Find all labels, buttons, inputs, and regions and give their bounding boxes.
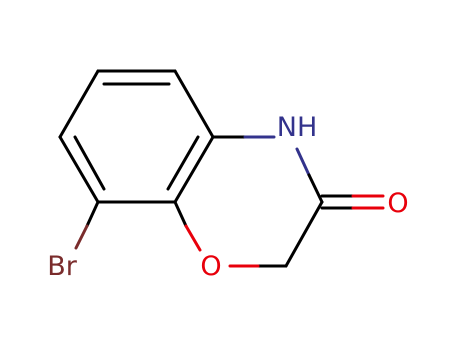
atom-label-ring-oxygen: O: [200, 251, 221, 282]
bond-n-c8-b: [307, 173, 324, 204]
bond-c5-br-a: [85, 200, 100, 228]
bond-c5-br-b: [74, 224, 89, 250]
bond-c3-c4-inner: [166, 135, 200, 191]
bond-c5-c6: [58, 135, 100, 204]
atom-label-carbonyl-oxygen: O: [387, 188, 408, 219]
bond-c4-o-b: [184, 224, 202, 252]
bond-c8-ch2: [284, 200, 324, 268]
atom-label-nh: NH: [277, 112, 318, 143]
bond-n-c8-a: [295, 147, 311, 177]
bond-c3-c4: [173, 135, 215, 204]
atom-label-bromine: Br: [47, 251, 78, 282]
bond-c4-o-a: [173, 200, 188, 228]
bond-c2-c3: [173, 69, 215, 139]
bond-c6-c1: [58, 69, 100, 139]
bond-layer: [58, 69, 385, 268]
bond-c5-c6-inner: [73, 135, 106, 191]
